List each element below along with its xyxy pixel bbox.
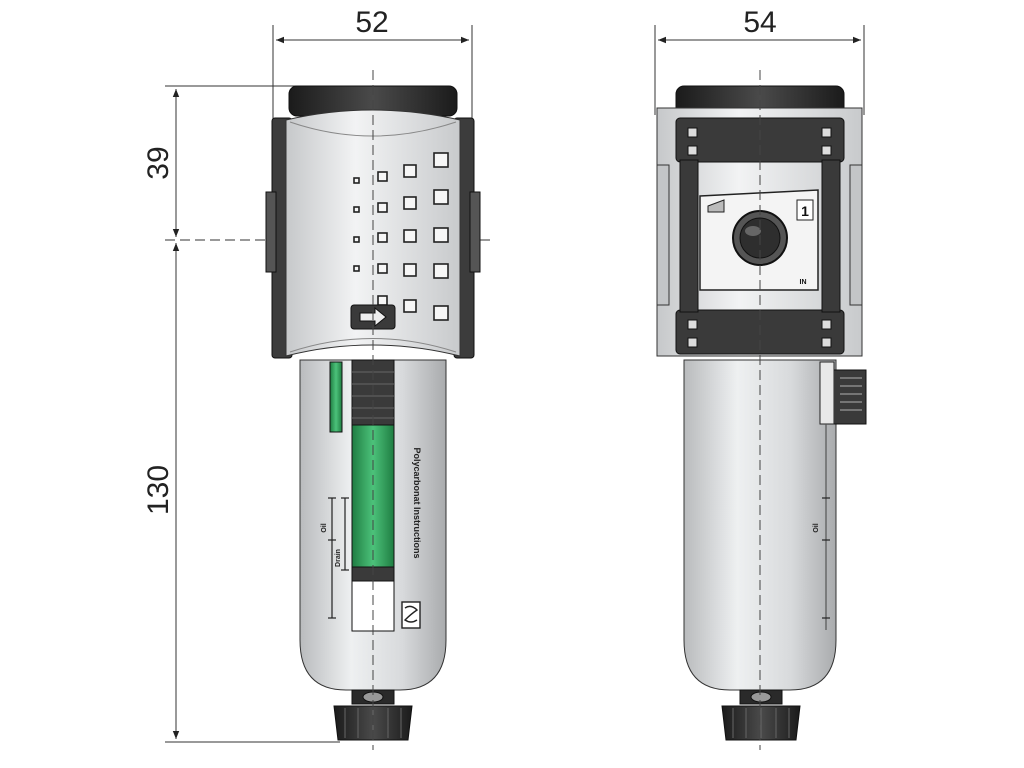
- side-view: 1 IN Oil: [656, 70, 867, 750]
- port-number-label: 1: [801, 203, 809, 219]
- hand-warning-icon: [401, 601, 421, 629]
- front-width-label: 52: [355, 6, 388, 39]
- bowl-instructions-label: Polycarbonat Instructions: [412, 447, 422, 558]
- drain-level-label: Drain: [335, 549, 342, 567]
- front-view: Oil Drain Polycarbonat Instructions: [265, 70, 481, 750]
- lower-height-label: 130: [142, 465, 175, 515]
- dimension-lines: [165, 25, 865, 743]
- side-oil-label: Oil: [813, 523, 820, 532]
- upper-height-label: 39: [142, 146, 175, 179]
- port-marker-label: IN: [800, 279, 807, 286]
- side-clip: [819, 361, 835, 425]
- oil-level-label: Oil: [321, 523, 328, 532]
- front-green-tube: [329, 361, 343, 433]
- indicator-grid: [353, 152, 449, 321]
- level-scale: [328, 497, 349, 619]
- side-width-label: 54: [743, 6, 776, 39]
